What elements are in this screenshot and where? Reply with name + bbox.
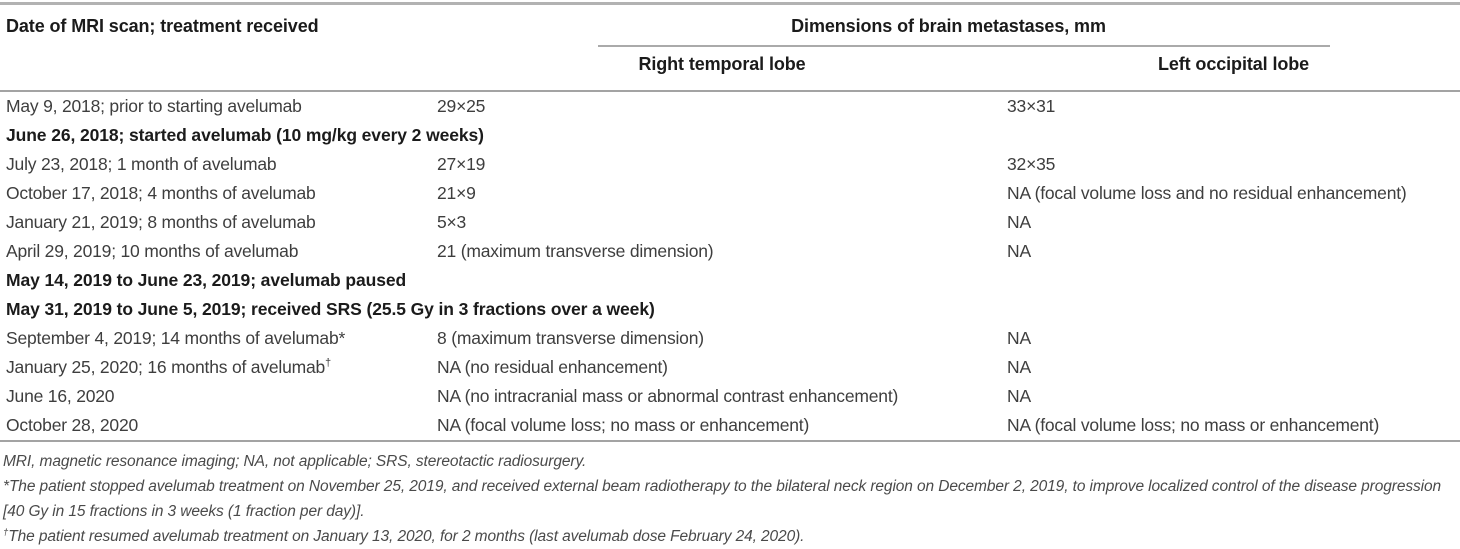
- left-occipital-lobe-cell: NA: [1007, 386, 1031, 406]
- column-group-header-dimensions: Dimensions of brain metastases, mm: [437, 4, 1460, 47]
- footnote-asterisk: *The patient stopped avelumab treatment …: [3, 474, 1456, 524]
- footnote-asterisk-text: The patient stopped avelumab treatment o…: [3, 478, 1442, 520]
- date-treatment-cell: September 4, 2019; 14 months of avelumab…: [6, 328, 346, 348]
- date-treatment-cell: April 29, 2019; 10 months of avelumab: [6, 241, 299, 261]
- table-row: October 17, 2018; 4 months of avelumab 21…: [0, 179, 1460, 208]
- left-occipital-lobe-cell: NA (focal volume loss; no mass or enhanc…: [1007, 415, 1380, 435]
- mri-scan-table: Date of MRI scan; treatment received Dim…: [0, 2, 1460, 442]
- section-row: May 31, 2019 to June 5, 2019; received S…: [0, 295, 1460, 324]
- dagger-marker: †: [3, 526, 9, 538]
- left-occipital-lobe-cell: NA: [1007, 212, 1031, 232]
- section-label: June 26, 2018; started avelumab (10 mg/k…: [6, 125, 484, 145]
- right-temporal-lobe-cell: NA (no residual enhancement): [437, 357, 668, 377]
- left-occipital-lobe-cell: NA (focal volume loss and no residual en…: [1007, 183, 1407, 203]
- left-occipital-lobe-cell: 32×35: [1007, 154, 1056, 174]
- left-occipital-lobe-cell: NA: [1007, 241, 1031, 261]
- date-treatment-cell: October 28, 2020: [6, 415, 139, 435]
- table-row: September 4, 2019; 14 months of avelumab…: [0, 324, 1460, 353]
- date-treatment-cell: May 9, 2018; prior to starting avelumab: [6, 96, 302, 116]
- asterisk-marker: *: [3, 478, 9, 495]
- section-row: May 14, 2019 to June 23, 2019; avelumab …: [0, 266, 1460, 295]
- right-temporal-lobe-cell: 8 (maximum transverse dimension): [437, 328, 704, 348]
- right-temporal-lobe-cell: 5×3: [437, 212, 467, 232]
- date-treatment-cell: October 17, 2018; 4 months of avelumab: [6, 183, 316, 203]
- right-temporal-lobe-cell: 21×9: [437, 183, 476, 203]
- section-label: May 14, 2019 to June 23, 2019; avelumab …: [6, 270, 407, 290]
- section-label: May 31, 2019 to June 5, 2019; received S…: [6, 299, 655, 319]
- table-row: October 28, 2020 NA (focal volume loss; n…: [0, 411, 1460, 441]
- right-temporal-lobe-cell: NA (no intracranial mass or abnormal con…: [437, 386, 899, 406]
- left-occipital-lobe-cell: 33×31: [1007, 96, 1056, 116]
- footnote-dagger: †The patient resumed avelumab treatment …: [3, 524, 1456, 549]
- footnotes: MRI, magnetic resonance imaging; NA, not…: [0, 442, 1460, 549]
- column-header-right-temporal-lobe: Right temporal lobe: [437, 47, 1007, 92]
- header-spacer-cell: [0, 47, 437, 92]
- column-group-header-label: Dimensions of brain metastases, mm: [791, 16, 1106, 36]
- date-treatment-cell: June 16, 2020: [6, 386, 115, 406]
- right-temporal-lobe-cell: NA (focal volume loss; no mass or enhanc…: [437, 415, 810, 435]
- header-row-subcolumns: Right temporal lobe Left occipital lobe: [0, 47, 1460, 92]
- footnote-marker: †: [325, 357, 331, 370]
- table-row: January 25, 2020; 16 months of avelumab†…: [0, 353, 1460, 382]
- left-occipital-lobe-cell: NA: [1007, 328, 1031, 348]
- date-treatment-cell: January 25, 2020; 16 months of avelumab†: [6, 357, 331, 377]
- right-temporal-lobe-cell: 27×19: [437, 154, 486, 174]
- header-row-group: Date of MRI scan; treatment received Dim…: [0, 4, 1460, 47]
- section-row: June 26, 2018; started avelumab (10 mg/k…: [0, 121, 1460, 150]
- table-row: June 16, 2020 NA (no intracranial mass or…: [0, 382, 1460, 411]
- right-temporal-lobe-cell: 21 (maximum transverse dimension): [437, 241, 714, 261]
- column-header-left-occipital-lobe: Left occipital lobe: [1007, 47, 1460, 92]
- column-group-rule: [598, 45, 1330, 47]
- table-row: April 29, 2019; 10 months of avelumab 21 …: [0, 237, 1460, 266]
- right-temporal-lobe-cell: 29×25: [437, 96, 486, 116]
- date-treatment-cell: January 21, 2019; 8 months of avelumab: [6, 212, 316, 232]
- table-header: Date of MRI scan; treatment received Dim…: [0, 4, 1460, 92]
- table-row: July 23, 2018; 1 month of avelumab 27×19 3…: [0, 150, 1460, 179]
- footnote-abbreviations: MRI, magnetic resonance imaging; NA, not…: [3, 453, 587, 470]
- left-occipital-lobe-cell: NA: [1007, 357, 1031, 377]
- table-body: May 9, 2018; prior to starting avelumab 2…: [0, 91, 1460, 441]
- table-row: May 9, 2018; prior to starting avelumab 2…: [0, 91, 1460, 121]
- footnote-dagger-text: The patient resumed avelumab treatment o…: [8, 528, 805, 545]
- table-row: January 21, 2019; 8 months of avelumab 5×…: [0, 208, 1460, 237]
- column-header-date-treatment: Date of MRI scan; treatment received: [6, 16, 319, 36]
- date-treatment-cell: July 23, 2018; 1 month of avelumab: [6, 154, 277, 174]
